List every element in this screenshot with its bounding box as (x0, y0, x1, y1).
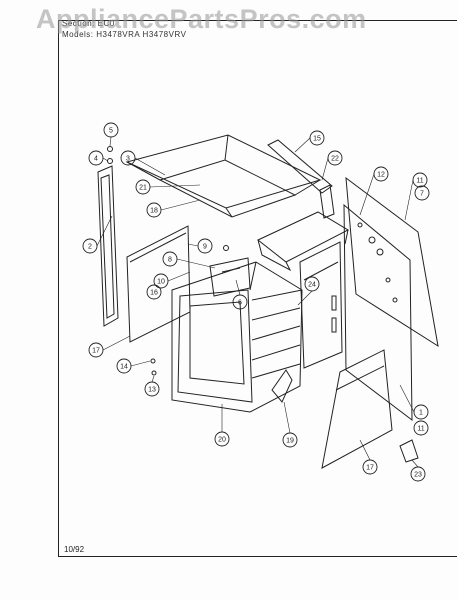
callout-17-left: 17 (92, 348, 100, 355)
bracket-part (319, 184, 335, 219)
callout-19: 19 (286, 438, 294, 445)
callout-20: 20 (218, 437, 226, 444)
callout-3: 3 (126, 156, 130, 163)
callout-18: 18 (150, 208, 158, 215)
right-side-panel-part (299, 241, 343, 369)
callout-11-top: 11 (416, 178, 423, 185)
top-frame-part (125, 134, 322, 218)
callout-9: 9 (203, 244, 207, 251)
callout-24: 24 (308, 282, 316, 289)
callout-1: 1 (419, 410, 423, 417)
callout-6: 6 (238, 300, 242, 307)
models-label: Models: H3478VRA H3478VRV (62, 30, 187, 39)
callout-10: 10 (157, 279, 165, 286)
door-panel-part (97, 165, 119, 327)
hinge-part (271, 369, 293, 403)
callout-21: 21 (139, 185, 147, 192)
callout-12: 12 (377, 172, 385, 179)
callout-7: 7 (420, 191, 424, 198)
callout-15: 15 (313, 136, 321, 143)
callout-4: 4 (94, 156, 98, 163)
section-label: Section: EC0 (62, 19, 115, 28)
back-panel-part (343, 176, 439, 422)
callout-13: 13 (148, 387, 156, 394)
callout-11-bottom: 11 (417, 426, 424, 433)
callout-5: 5 (109, 128, 113, 135)
support-bracket-part (209, 257, 251, 297)
watermark-logo: AppliancePartsPros.com (36, 4, 367, 34)
callout-23: 23 (414, 472, 422, 479)
trim-strip-part (267, 139, 333, 194)
page-frame (58, 20, 457, 557)
callout-labels: 5 4 3 2 21 18 15 22 12 11 7 9 8 10 16 6 … (88, 128, 425, 479)
callout-17-right: 17 (366, 465, 374, 472)
callout-16: 16 (150, 290, 158, 297)
foot-bracket-part (399, 439, 419, 463)
callout-22: 22 (331, 156, 339, 163)
oven-cavity-part (171, 261, 303, 413)
drip-pan-part (257, 211, 350, 272)
callout-8: 8 (168, 257, 172, 264)
revision-date: 10/92 (64, 545, 85, 554)
callout-2: 2 (88, 244, 92, 251)
callout-14: 14 (120, 364, 128, 371)
lower-panel-part (321, 349, 393, 469)
leader-lines (96, 136, 419, 468)
